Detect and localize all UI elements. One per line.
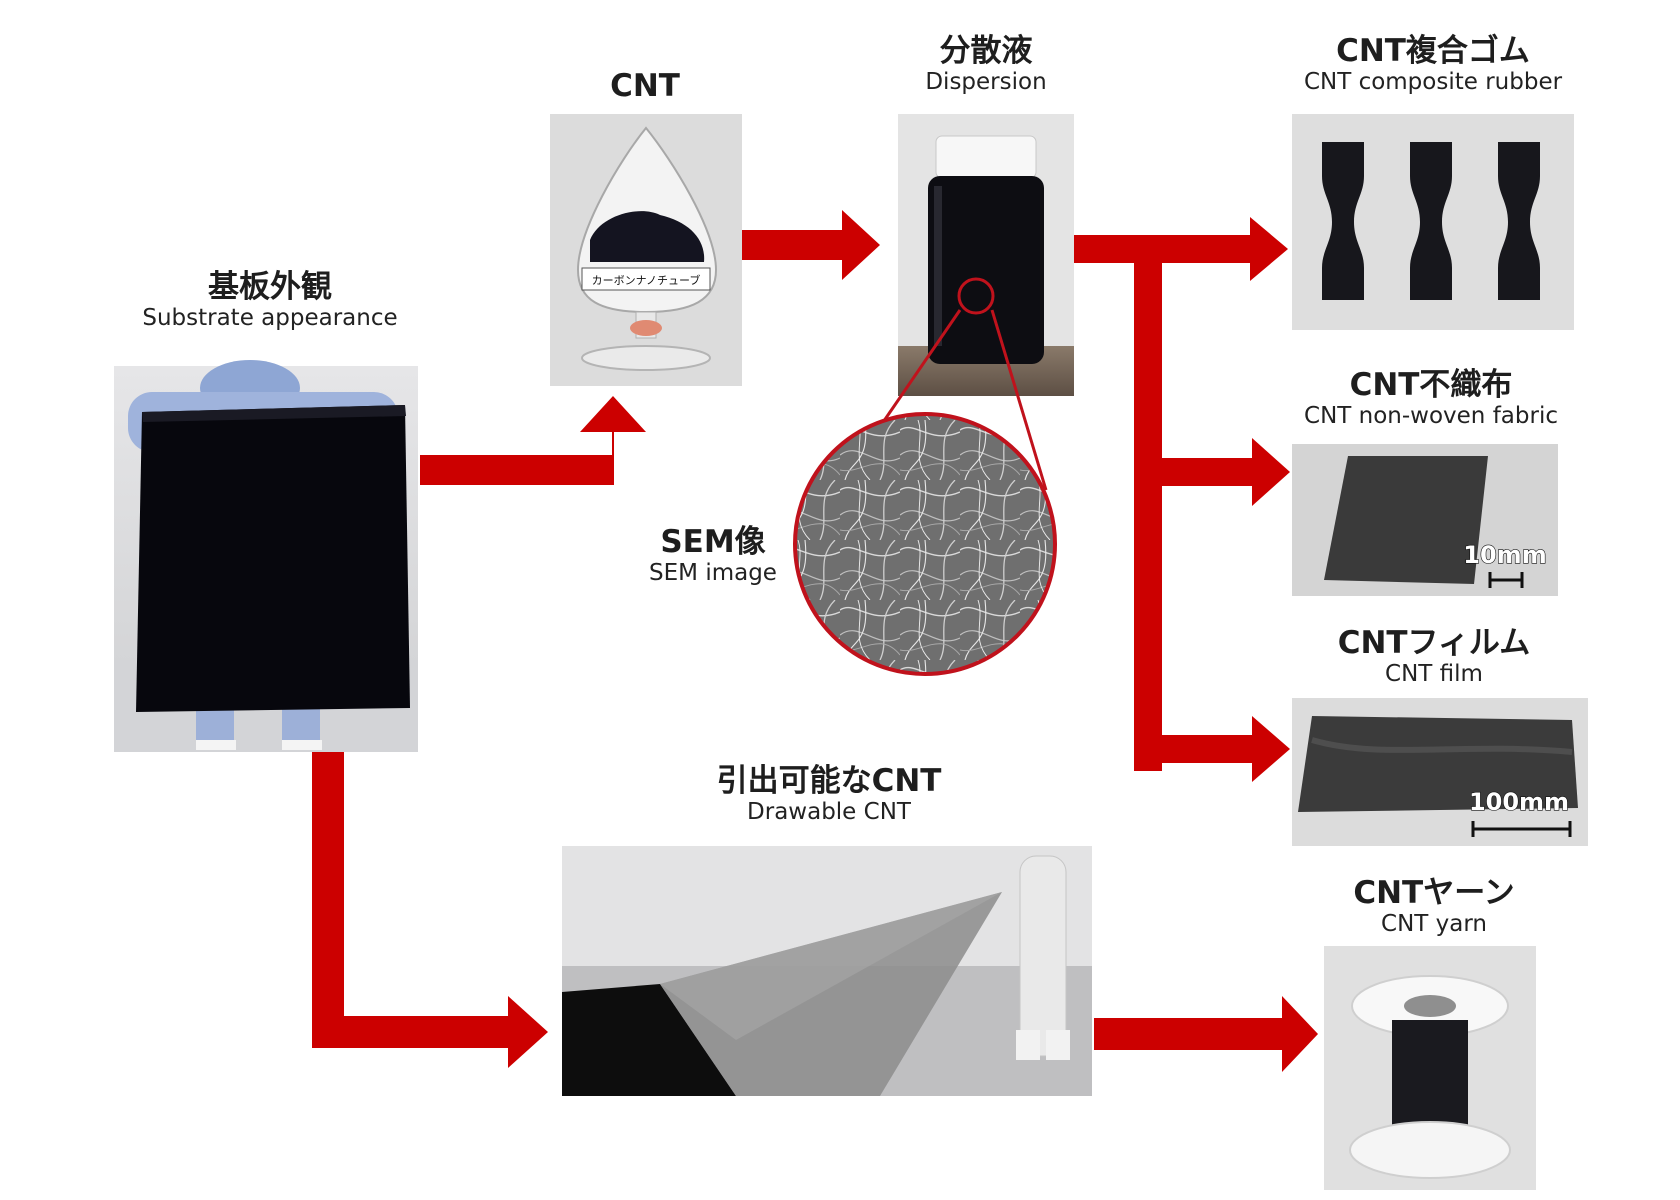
- film-label-en: CNT film: [1338, 660, 1531, 688]
- substrate-label-en: Substrate appearance: [142, 304, 397, 332]
- rubber-photo: [1292, 114, 1574, 330]
- drawable-label-jp: 引出可能なCNT: [717, 764, 942, 798]
- yarn-label: CNTヤーン CNT yarn: [1353, 876, 1514, 938]
- cnt-label-jp: CNT: [610, 68, 680, 104]
- nonwoven-scale-text: 10mm: [1463, 541, 1546, 569]
- arrow-to-film: [1252, 716, 1290, 782]
- dispersion-label-jp: 分散液: [925, 34, 1046, 68]
- rubber-label-en: CNT composite rubber: [1304, 68, 1562, 96]
- drawable-label: 引出可能なCNT Drawable CNT: [717, 764, 942, 826]
- cnt-flask-photo: カーボンナノチューブ: [550, 114, 742, 386]
- dispersion-bottle-photo: [898, 114, 1074, 396]
- dispersion-label: 分散液 Dispersion: [925, 34, 1046, 96]
- nonwoven-photo: 10mm: [1292, 444, 1558, 596]
- film-photo: 100mm: [1292, 698, 1588, 846]
- sem-label: SEM像 SEM image: [649, 525, 777, 587]
- nonwoven-label: CNT不織布 CNT non-woven fabric: [1304, 368, 1558, 430]
- substrate-label-jp: 基板外観: [142, 270, 397, 304]
- dispersion-label-en: Dispersion: [925, 68, 1046, 96]
- arrow-cnt-to-dispersion: [742, 210, 880, 280]
- rubber-label: CNT複合ゴム CNT composite rubber: [1304, 34, 1562, 96]
- sem-label-jp: SEM像: [649, 525, 777, 559]
- arrow-branch-vertical: [1134, 249, 1162, 771]
- film-scale-text: 100mm: [1469, 788, 1569, 816]
- arrow-substrate-to-drawable: [312, 752, 548, 1068]
- drawable-photo: [562, 846, 1092, 1096]
- substrate-label: 基板外観 Substrate appearance: [142, 270, 397, 332]
- rubber-label-jp: CNT複合ゴム: [1304, 34, 1562, 68]
- film-label-jp: CNTフィルム: [1338, 626, 1531, 660]
- substrate-photo: [114, 360, 418, 752]
- arrow-dispersion-trunk: [1074, 235, 1256, 263]
- arrow-branch-mid: [1162, 458, 1254, 486]
- arrow-branch-lower: [1162, 735, 1254, 763]
- yarn-photo: [1324, 946, 1536, 1190]
- arrow-to-nonwoven: [1252, 438, 1290, 506]
- flask-label-text: カーボンナノチューブ: [592, 273, 701, 287]
- sem-label-en: SEM image: [649, 559, 777, 587]
- film-label: CNTフィルム CNT film: [1338, 626, 1531, 688]
- arrow-substrate-to-cnt: [420, 396, 646, 485]
- drawable-label-en: Drawable CNT: [717, 798, 942, 826]
- yarn-label-jp: CNTヤーン: [1353, 876, 1514, 910]
- arrow-drawable-to-yarn: [1094, 996, 1318, 1072]
- cnt-label: CNT: [610, 68, 680, 104]
- yarn-label-en: CNT yarn: [1353, 910, 1514, 938]
- arrow-to-rubber: [1250, 217, 1288, 281]
- nonwoven-label-jp: CNT不織布: [1304, 368, 1558, 402]
- nonwoven-label-en: CNT non-woven fabric: [1304, 402, 1558, 430]
